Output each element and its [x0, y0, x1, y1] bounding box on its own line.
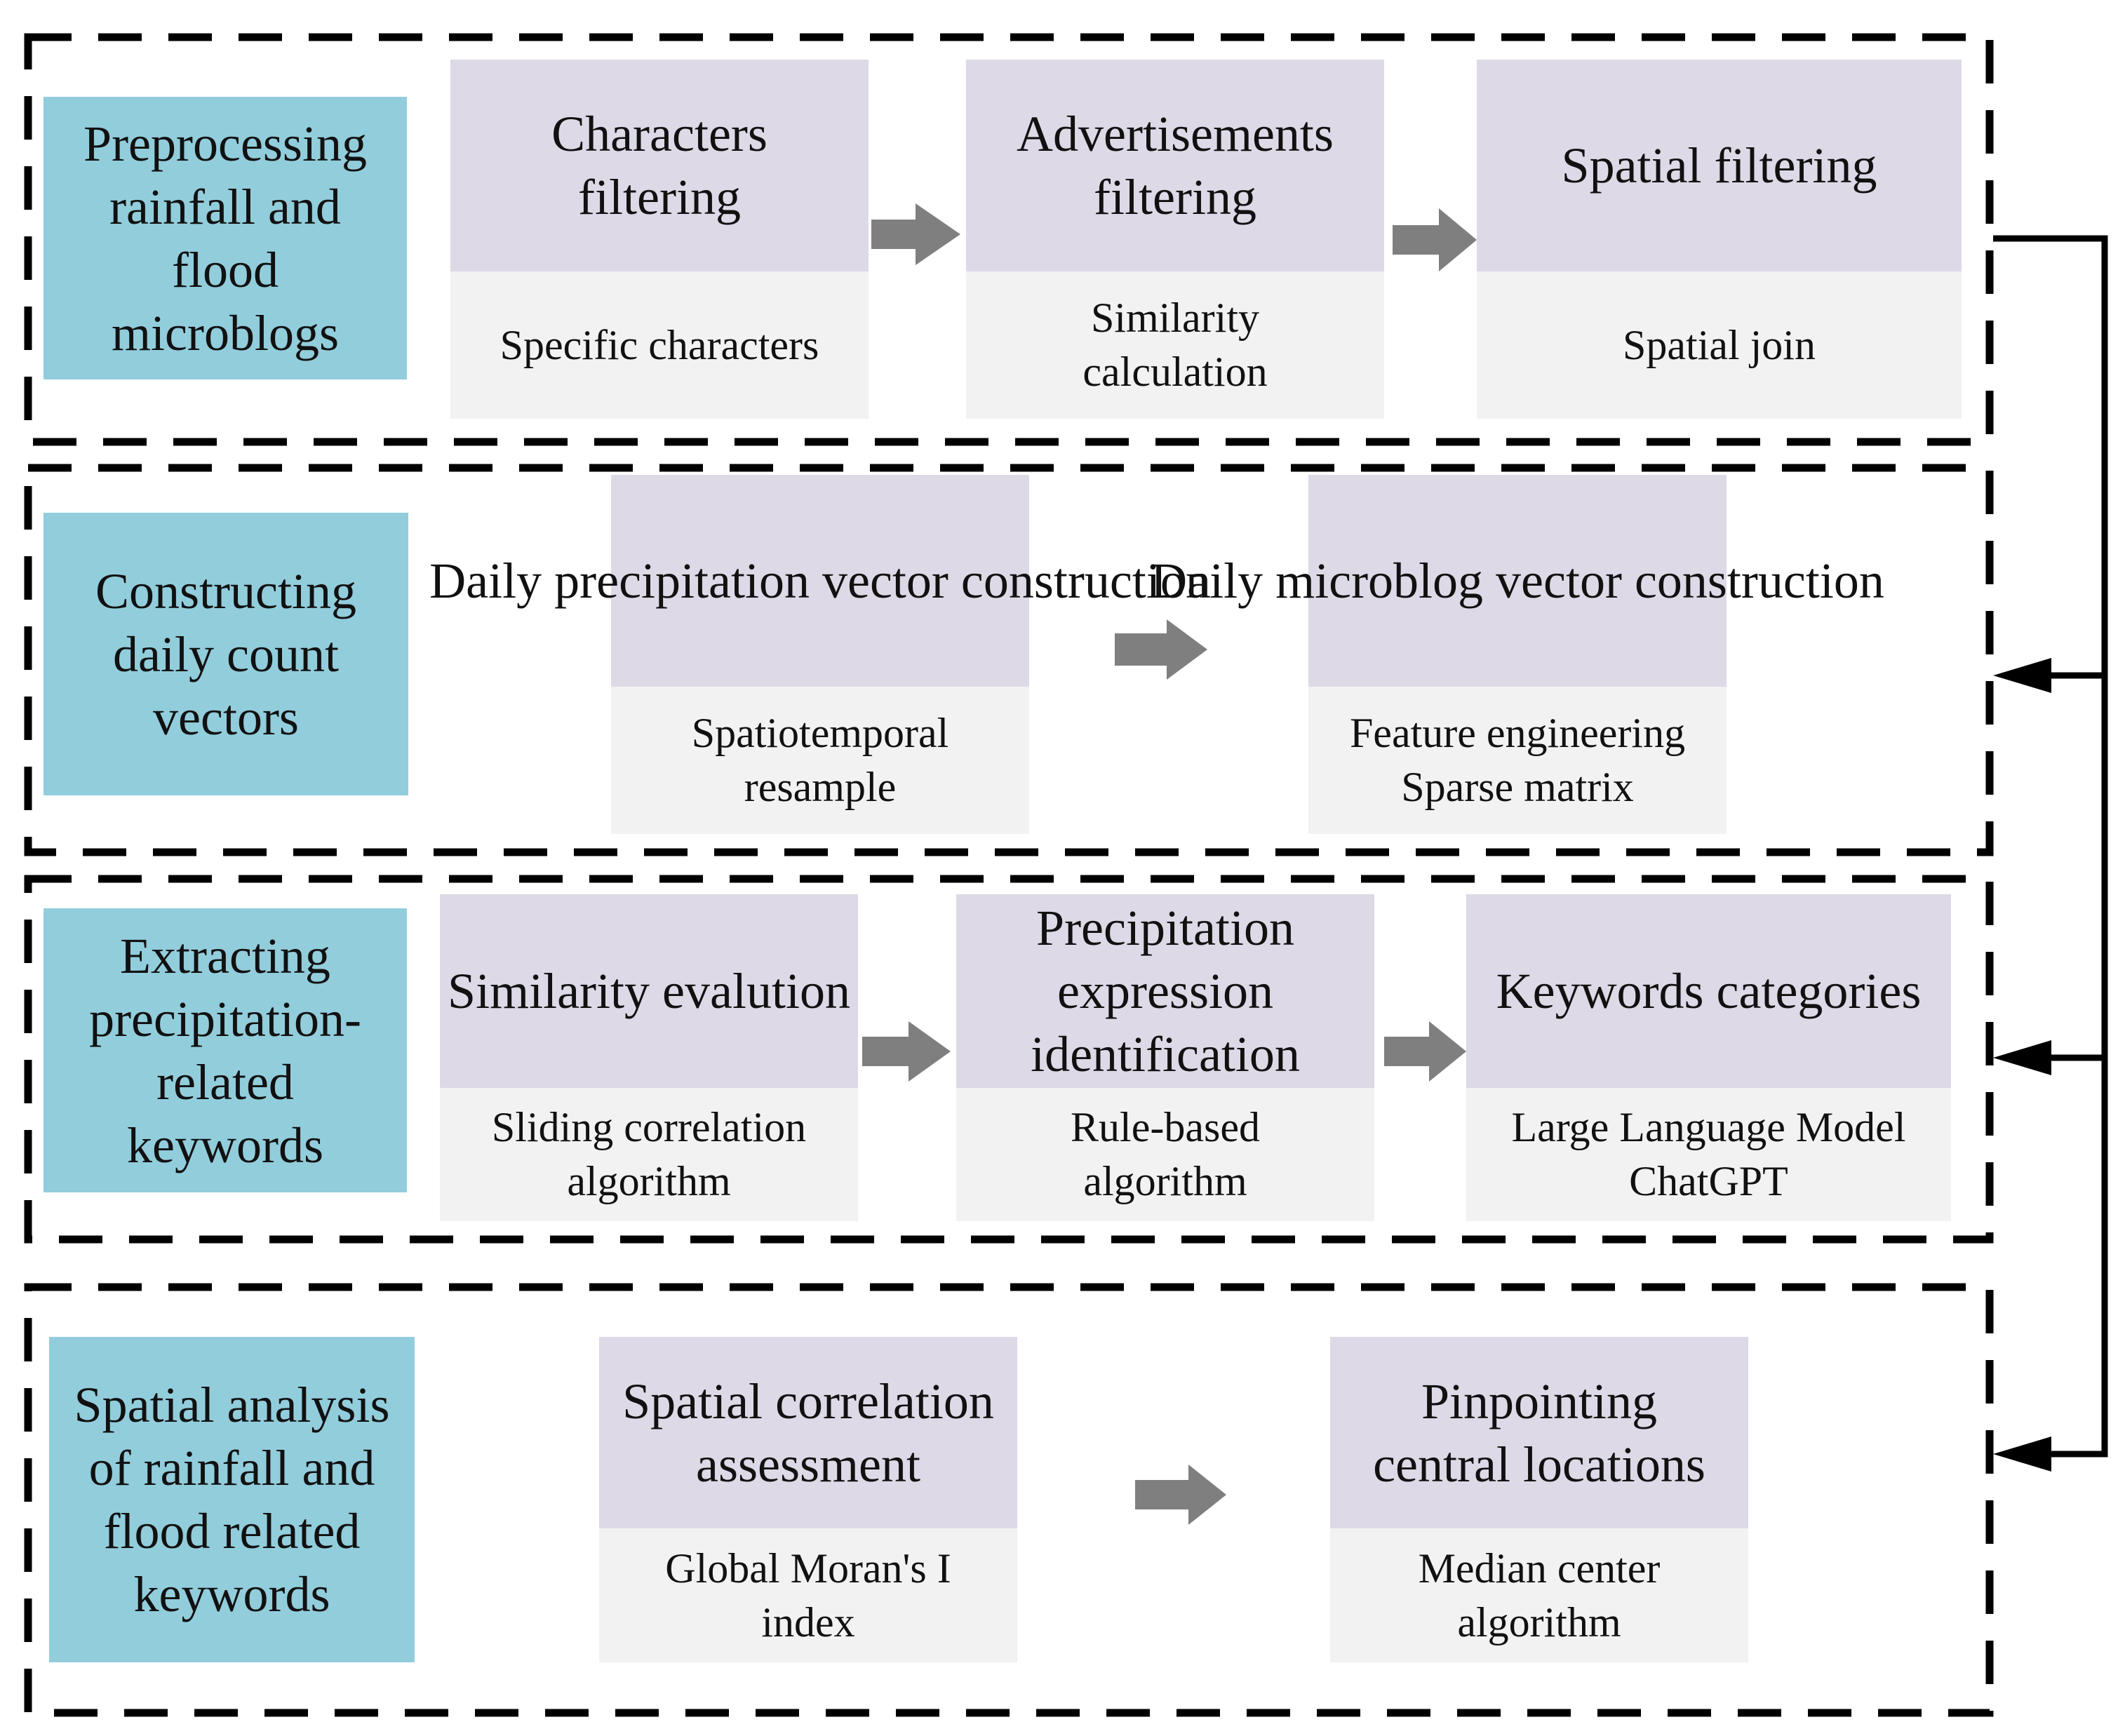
step-daily-microblog-vector: Daily microblog vector construction Feat… [1151, 475, 1884, 834]
step-method: Large Language Model ChatGPT [1466, 1088, 1951, 1221]
step-characters-filtering: Characters filtering Specific characters [450, 60, 869, 419]
step-keywords-categories: Keywords categories Large Language Model… [1466, 894, 1951, 1221]
step-title: Spatial correlation assessment [599, 1337, 1017, 1528]
step-method: Spatial join [1477, 271, 1962, 419]
step-method: Feature engineering Sparse matrix [1308, 687, 1727, 834]
stage-label: Spatial analysis of rainfall and flood r… [49, 1337, 415, 1662]
flow-arrow-icon [1135, 1465, 1226, 1525]
stage-label: Constructing daily count vectors [43, 513, 408, 795]
step-method: Spatiotemporal resample [611, 687, 1029, 834]
step-title: Advertisements filtering [966, 60, 1384, 271]
stage-frame [24, 875, 1994, 1244]
flow-arrow-icon [1393, 208, 1477, 271]
stage-frame [24, 1283, 1994, 1717]
flow-arrow-icon [1115, 619, 1207, 680]
step-title: Keywords categories [1466, 894, 1951, 1088]
step-similarity-evaluation: Similarity evalution Sliding correlation… [440, 894, 858, 1221]
stage-frame [24, 33, 1994, 446]
arrowhead-icon [1993, 1436, 2051, 1472]
feedback-line [1993, 235, 2108, 1458]
arrowhead-icon [1993, 658, 2051, 693]
step-spatial-correlation: Spatial correlation assessment Global Mo… [599, 1337, 1017, 1662]
step-advertisements-filtering: Advertisements filtering Similarity calc… [966, 60, 1384, 419]
step-title: Characters filtering [450, 60, 869, 271]
step-pinpointing-central: Pinpointing central locations Median cen… [1330, 1337, 1748, 1662]
stage-frame [24, 464, 1994, 856]
step-method: Sliding correlation algorithm [440, 1088, 858, 1221]
step-precipitation-expression: Precipitation expression identification … [956, 894, 1374, 1221]
step-title: Similarity evalution [440, 894, 858, 1088]
stage-frames [24, 33, 1994, 1717]
step-spatial-filtering: Spatial filtering Spatial join [1477, 60, 1962, 419]
step-title: Spatial filtering [1477, 60, 1962, 271]
flow-arrow-icon [862, 1021, 951, 1082]
step-title: Pinpointing central locations [1330, 1337, 1748, 1528]
step-title: Daily microblog vector construction [1151, 475, 1884, 687]
step-method: Median center algorithm [1330, 1528, 1748, 1662]
step-title: Precipitation expression identification [956, 894, 1374, 1088]
stage-label: Preprocessing rainfall and flood microbl… [43, 97, 407, 379]
arrowhead-icon [1993, 1040, 2051, 1075]
flow-arrow-icon [871, 203, 960, 265]
flow-arrows [862, 203, 1477, 1525]
step-method: Global Moran's I index [599, 1528, 1017, 1662]
feedback-connector [1993, 235, 2108, 1472]
step-method: Specific characters [450, 271, 869, 419]
step-method: Rule-based algorithm [956, 1088, 1374, 1221]
step-method: Similarity calculation [966, 271, 1384, 419]
stage-label: Extracting precipitation- related keywor… [43, 908, 407, 1192]
flow-arrow-icon [1384, 1021, 1466, 1082]
